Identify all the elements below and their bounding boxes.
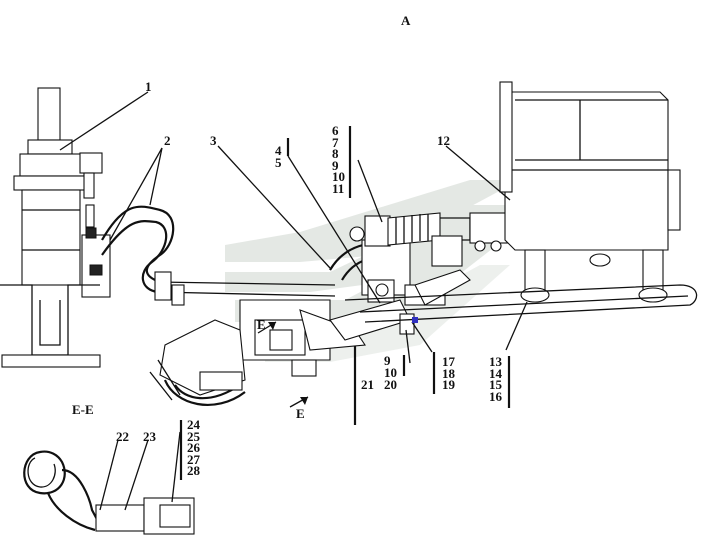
callout-24-28: 24 25 26 27 28 [187, 417, 200, 478]
callout-2: 2 [164, 133, 171, 148]
section-marker-upper: E [257, 317, 266, 332]
callout-4-5: 4 5 [275, 143, 282, 170]
callout-9-10: 9 10 [384, 353, 397, 380]
frame-rail [344, 284, 698, 323]
section-arrows [257, 317, 418, 408]
hose-pair [101, 205, 336, 306]
view-title: A [401, 13, 411, 28]
callout-23: 23 [143, 429, 156, 444]
section-title: E-E [72, 402, 94, 417]
corrugated-pipe [349, 212, 511, 267]
callout-22: 22 [116, 429, 129, 444]
section-e-e-detail [23, 450, 195, 535]
callout-bars [179, 126, 511, 480]
callout-20: 20 [384, 377, 397, 392]
callout-13-16: 13 14 15 16 [489, 354, 502, 404]
hydraulic-cylinder [0, 87, 111, 368]
fuel-tank [499, 81, 681, 303]
callout-1: 1 [145, 79, 152, 94]
callout-17-19: 17 18 19 [442, 354, 455, 392]
callout-3: 3 [210, 133, 217, 148]
callout-21: 21 [361, 377, 374, 392]
elbow-housing [149, 319, 317, 406]
leader-lines [59, 91, 528, 511]
callout-6-11: 6 7 8 9 10 11 [332, 123, 345, 196]
section-marker-lower: E [296, 406, 305, 421]
callout-12: 12 [437, 133, 450, 148]
